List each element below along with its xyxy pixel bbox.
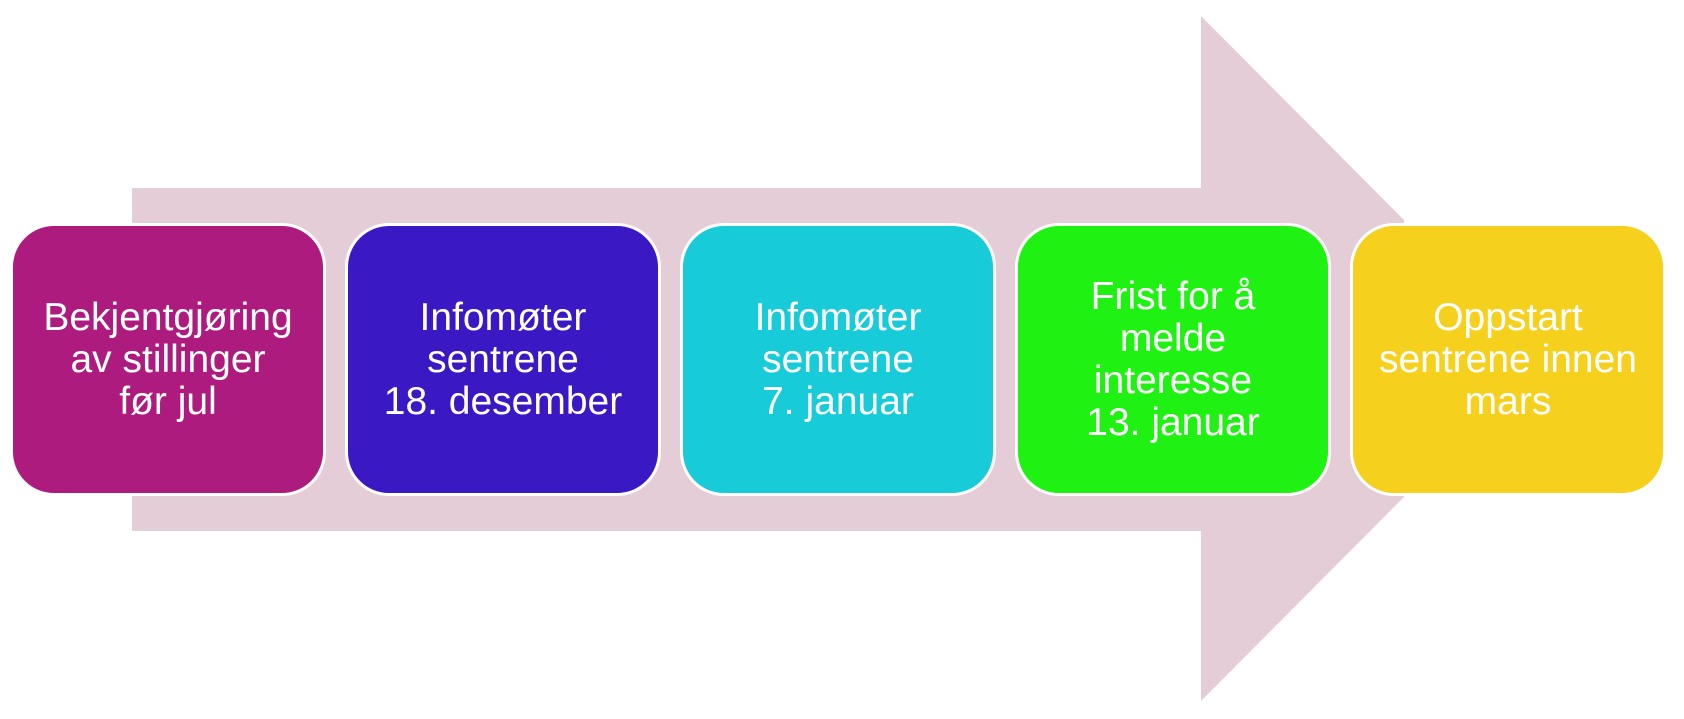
process-step-info-meeting-january: Infomøter sentrene 7. januar [680,223,996,496]
process-step-info-meeting-december: Infomøter sentrene 18. desember [345,223,661,496]
process-step-startup: Oppstart sentrene innen mars [1350,223,1666,496]
process-step-label: Frist for å melde interesse 13. januar [1086,274,1260,444]
process-step-label: Infomøter sentrene 7. januar [754,295,922,423]
process-step-label: Bekjentgjøring av stillinger før jul [43,295,293,423]
process-step-interest-deadline: Frist for å melde interesse 13. januar [1015,223,1331,496]
process-step-label: Infomøter sentrene 18. desember [383,295,623,423]
process-step-label: Oppstart sentrene innen mars [1378,295,1638,423]
process-step-announcement: Bekjentgjøring av stillinger før jul [10,223,326,496]
